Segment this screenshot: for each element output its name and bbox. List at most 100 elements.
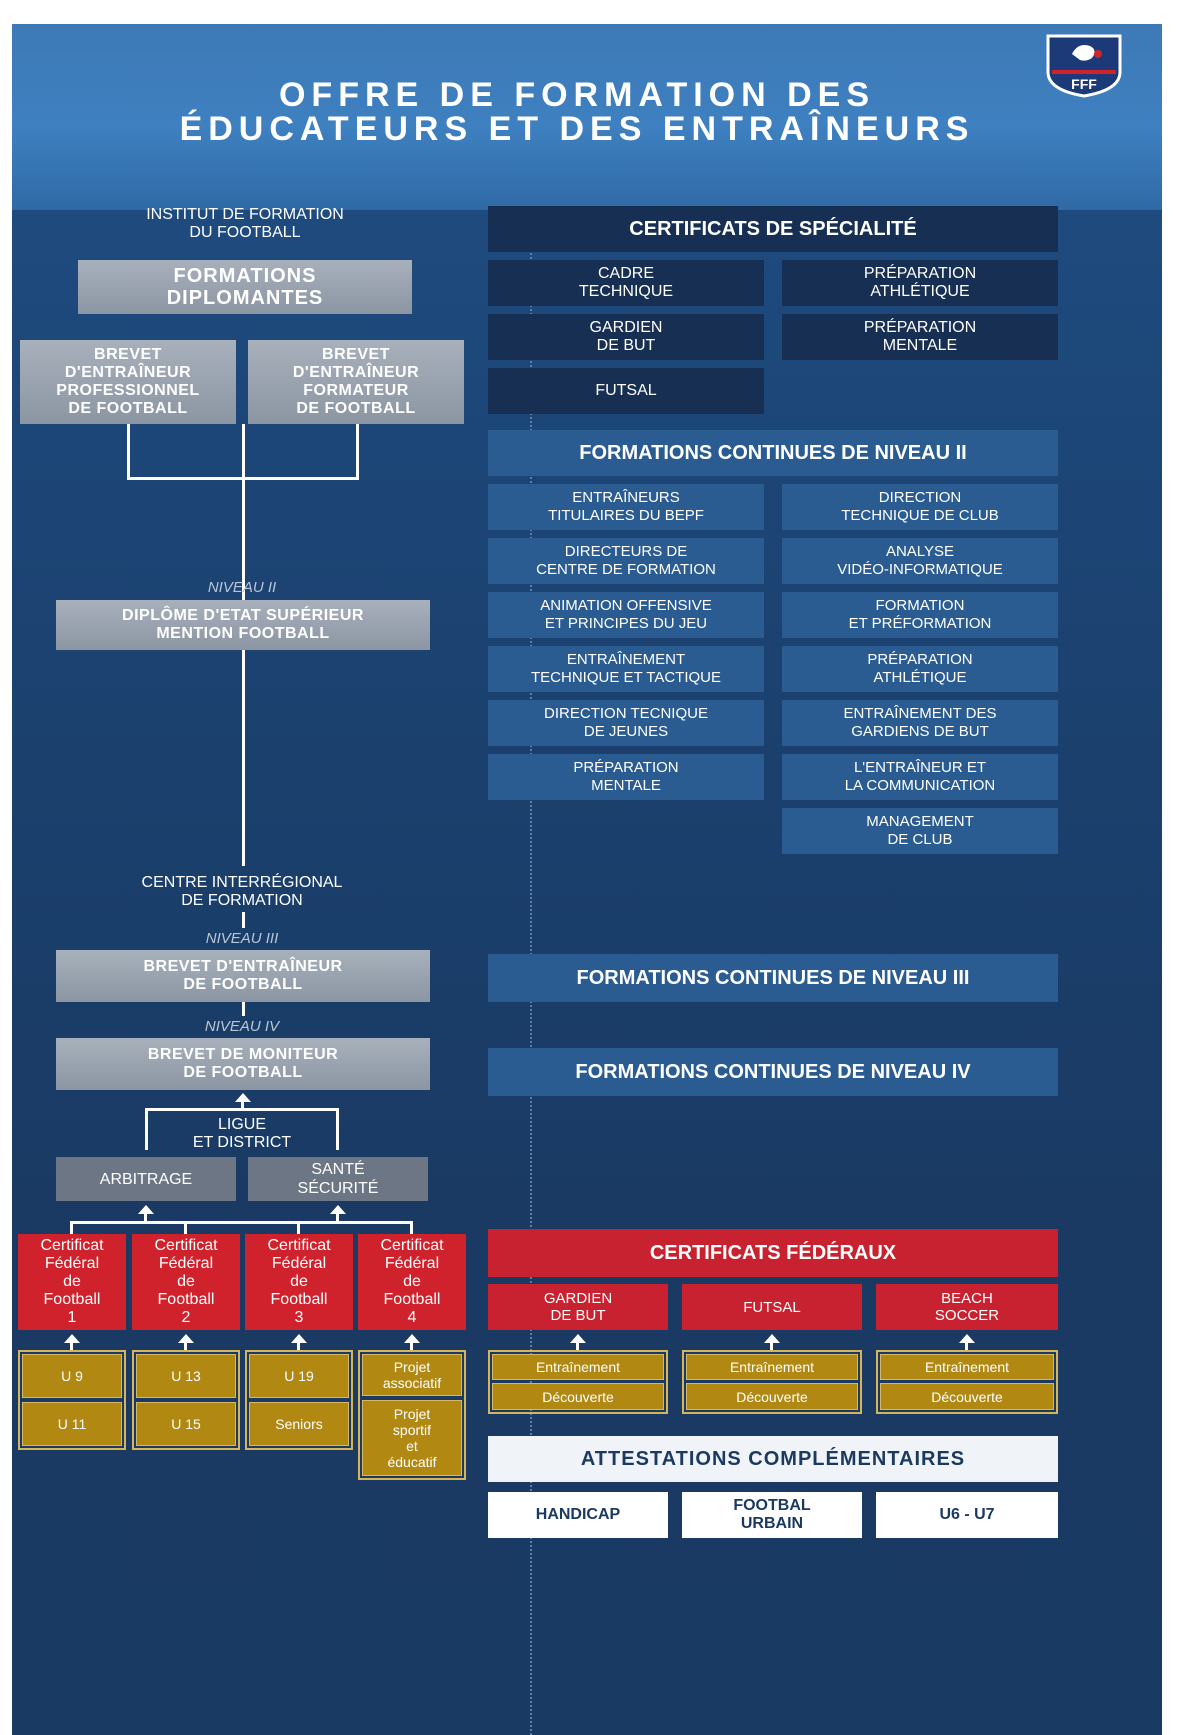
module-group-3 <box>245 1350 353 1450</box>
connector-line <box>242 424 245 600</box>
fff-logo: FFF <box>1046 34 1122 98</box>
module-entrainement: Entraînement <box>686 1354 858 1380</box>
certificat-federal-3: Certificat Fédéral de Football 3 <box>245 1234 353 1330</box>
module-entrainement: Entraînement <box>880 1354 1054 1380</box>
connector-line <box>242 1002 245 1016</box>
module-seniors: Seniors <box>249 1402 349 1446</box>
niveau-3-label: NIVEAU III <box>205 929 279 947</box>
module-u9: U 9 <box>22 1354 122 1398</box>
bef-box: BREVET D'ENTRAÎNEUR DE FOOTBALL <box>56 950 430 1002</box>
arrow-up-icon <box>291 1334 307 1343</box>
certificats-specialite-title: CERTIFICATS DE SPÉCIALITÉ <box>488 206 1058 252</box>
niveau2-item: DIRECTEURS DE CENTRE DE FORMATION <box>488 538 764 584</box>
module-projet-associatif: Projet associatif <box>362 1354 462 1396</box>
connector-line <box>770 1342 773 1350</box>
module-u11: U 11 <box>22 1402 122 1446</box>
arrow-up-icon <box>235 1093 251 1102</box>
connector-line <box>127 424 130 480</box>
connector-line <box>297 1342 300 1350</box>
federal-gardien-de-but: GARDIEN DE BUT <box>488 1284 668 1330</box>
arrow-up-icon <box>64 1334 80 1343</box>
niveau-4-label: NIVEAU IV <box>204 1017 280 1035</box>
connector-line <box>145 1108 339 1111</box>
niveau2-item: ANIMATION OFFENSIVE ET PRINCIPES DU JEU <box>488 592 764 638</box>
niveau2-item: MANAGEMENT DE CLUB <box>782 808 1058 854</box>
niveau2-item: FORMATION ET PRÉFORMATION <box>782 592 1058 638</box>
niveau2-item: PRÉPARATION ATHLÉTIQUE <box>782 646 1058 692</box>
connector-line <box>184 1342 187 1350</box>
federal-module-group <box>682 1350 862 1414</box>
sante-securite-box: SANTÉ SÉCURITÉ <box>248 1157 428 1201</box>
formations-diplomantes-box: FORMATIONS DIPLOMANTES <box>78 260 412 314</box>
niveau-4-title: FORMATIONS CONTINUES DE NIVEAU IV <box>488 1048 1058 1096</box>
page-title-line-1: OFFRE DE FORMATION DES <box>278 76 876 114</box>
module-group-1 <box>18 1350 126 1450</box>
module-group-2 <box>132 1350 240 1450</box>
specialite-futsal: FUTSAL <box>488 368 764 414</box>
module-decouverte: Découverte <box>686 1383 858 1410</box>
niveau-3-title: FORMATIONS CONTINUES DE NIVEAU III <box>488 954 1058 1002</box>
attestation-handicap: HANDICAP <box>488 1492 668 1538</box>
arrow-up-icon <box>138 1205 154 1214</box>
connector-line <box>965 1342 968 1350</box>
connector-line <box>242 912 245 928</box>
connector-line <box>410 1342 413 1350</box>
niveau2-item: ENTRAÎNEMENT DES GARDIENS DE BUT <box>782 700 1058 746</box>
attestation-u6-u7: U6 - U7 <box>876 1492 1058 1538</box>
niveau2-item: L'ENTRAÎNEUR ET LA COMMUNICATION <box>782 754 1058 800</box>
niveau2-item: ANALYSE VIDÉO-INFORMATIQUE <box>782 538 1058 584</box>
module-group-4 <box>358 1350 466 1480</box>
logo-text: FFF <box>1071 76 1097 92</box>
connector-line <box>576 1342 579 1350</box>
certificat-federal-4: Certificat Fédéral de Football 4 <box>358 1234 466 1330</box>
attestations-title: ATTESTATIONS COMPLÉMENTAIRES <box>488 1436 1058 1482</box>
certificats-federaux-title: CERTIFICATS FÉDÉRAUX <box>488 1229 1058 1277</box>
connector-line <box>336 1108 339 1150</box>
certificat-federal-2: Certificat Fédéral de Football 2 <box>132 1234 240 1330</box>
specialite-gardien-de-but: GARDIEN DE BUT <box>488 314 764 360</box>
connector-line <box>241 1100 244 1108</box>
connector-line <box>144 1212 147 1222</box>
bmf-box: BREVET DE MONITEUR DE FOOTBALL <box>56 1038 430 1090</box>
arrow-up-icon <box>178 1334 194 1343</box>
module-decouverte: Découverte <box>880 1383 1054 1410</box>
module-entrainement: Entraînement <box>492 1354 664 1380</box>
connector-line <box>297 1221 300 1234</box>
specialite-preparation-athletique: PRÉPARATION ATHLÉTIQUE <box>782 260 1058 306</box>
niveau2-item: PRÉPARATION MENTALE <box>488 754 764 800</box>
arrow-up-icon <box>764 1334 780 1343</box>
connector-line <box>242 650 245 866</box>
connector-line <box>184 1221 187 1234</box>
federal-module-group <box>488 1350 668 1414</box>
module-u15: U 15 <box>136 1402 236 1446</box>
connector-line <box>410 1221 413 1234</box>
connector-line <box>70 1221 413 1224</box>
module-decouverte: Découverte <box>492 1383 664 1410</box>
module-u13: U 13 <box>136 1354 236 1398</box>
arbitrage-box: ARBITRAGE <box>56 1157 236 1201</box>
connector-line <box>336 1212 339 1222</box>
arrow-up-icon <box>404 1334 420 1343</box>
specialite-cadre-technique: CADRE TECHNIQUE <box>488 260 764 306</box>
page-title-line-2: ÉDUCATEURS ET DES ENTRAÎNEURS <box>179 110 975 148</box>
niveau2-item: ENTRAÎNEMENT TECHNIQUE ET TACTIQUE <box>488 646 764 692</box>
bepf-box: BREVET D'ENTRAÎNEUR PROFESSIONNEL DE FOO… <box>20 340 236 424</box>
niveau-2-label: NIVEAU II <box>207 578 277 596</box>
centre-interregional-label: CENTRE INTERRÉGIONAL DE FORMATION <box>141 874 343 909</box>
connector-line <box>356 424 359 480</box>
niveau2-item: DIRECTION TECHNIQUE DE CLUB <box>782 484 1058 530</box>
header-banner: OFFRE DE FORMATION DES ÉDUCATEURS ET DES… <box>12 24 1162 210</box>
arrow-up-icon <box>570 1334 586 1343</box>
connector-line <box>145 1108 148 1150</box>
federal-module-group <box>876 1350 1058 1414</box>
niveau-2-title: FORMATIONS CONTINUES DE NIVEAU II <box>488 430 1058 476</box>
beff-box: BREVET D'ENTRAÎNEUR FORMATEUR DE FOOTBAL… <box>248 340 464 424</box>
desf-box: DIPLÔME D'ETAT SUPÉRIEUR MENTION FOOTBAL… <box>56 600 430 650</box>
poster: OFFRE DE FORMATION DES ÉDUCATEURS ET DES… <box>12 24 1162 1735</box>
module-u19: U 19 <box>249 1354 349 1398</box>
module-projet-sportif: Projet sportif et éducatif <box>362 1400 462 1476</box>
institut-label: INSTITUT DE FORMATION DU FOOTBALL <box>146 206 344 241</box>
arrow-up-icon <box>330 1205 346 1214</box>
arrow-up-icon <box>959 1334 975 1343</box>
ligue-district-label: LIGUE ET DISTRICT <box>192 1116 292 1151</box>
